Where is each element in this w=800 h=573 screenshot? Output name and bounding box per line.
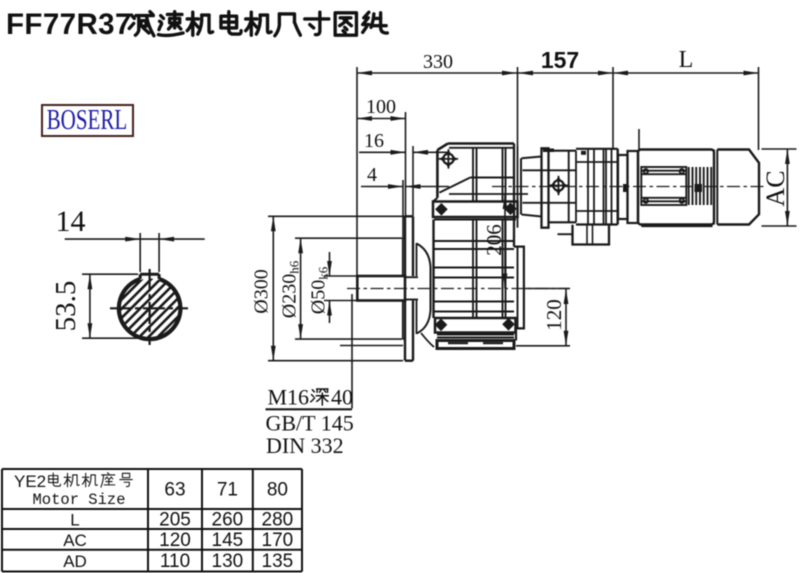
- svg-text:Ø230h6: Ø230h6: [279, 260, 302, 318]
- svg-text:80: 80: [267, 480, 288, 501]
- svg-text:40: 40: [331, 385, 353, 410]
- svg-text:260: 260: [212, 510, 244, 531]
- svg-text:120: 120: [159, 530, 191, 551]
- svg-text:Ø300: Ø300: [251, 269, 273, 313]
- svg-text:AC: AC: [63, 531, 87, 550]
- svg-text:130: 130: [212, 551, 244, 572]
- svg-text:330: 330: [423, 51, 453, 73]
- svg-text:14: 14: [56, 205, 86, 238]
- svg-text:157: 157: [541, 47, 579, 73]
- svg-text:4: 4: [367, 164, 377, 186]
- svg-text:120: 120: [542, 299, 566, 331]
- svg-text:DIN 332: DIN 332: [266, 433, 344, 458]
- svg-text:FF77R37: FF77R37: [6, 8, 132, 41]
- svg-text:L: L: [679, 47, 694, 73]
- svg-text:205: 205: [159, 510, 191, 531]
- svg-text:GB/T 145: GB/T 145: [266, 411, 354, 436]
- svg-text:YE2: YE2: [14, 472, 46, 491]
- svg-text:71: 71: [217, 480, 238, 501]
- svg-text:M16: M16: [268, 385, 310, 410]
- svg-text:L: L: [70, 511, 79, 530]
- svg-text:135: 135: [262, 551, 294, 572]
- svg-text:63: 63: [164, 480, 185, 501]
- svg-text:100: 100: [366, 96, 396, 118]
- svg-text:16: 16: [364, 130, 384, 152]
- svg-text:AC: AC: [761, 170, 790, 206]
- svg-text:280: 280: [262, 510, 294, 531]
- svg-text:145: 145: [212, 530, 244, 551]
- svg-text:206: 206: [482, 224, 506, 256]
- svg-text:170: 170: [262, 530, 294, 551]
- svg-text:53.5: 53.5: [50, 281, 82, 332]
- svg-text:AD: AD: [63, 552, 87, 571]
- svg-text:Motor Size: Motor Size: [32, 491, 125, 509]
- svg-text:110: 110: [160, 551, 190, 572]
